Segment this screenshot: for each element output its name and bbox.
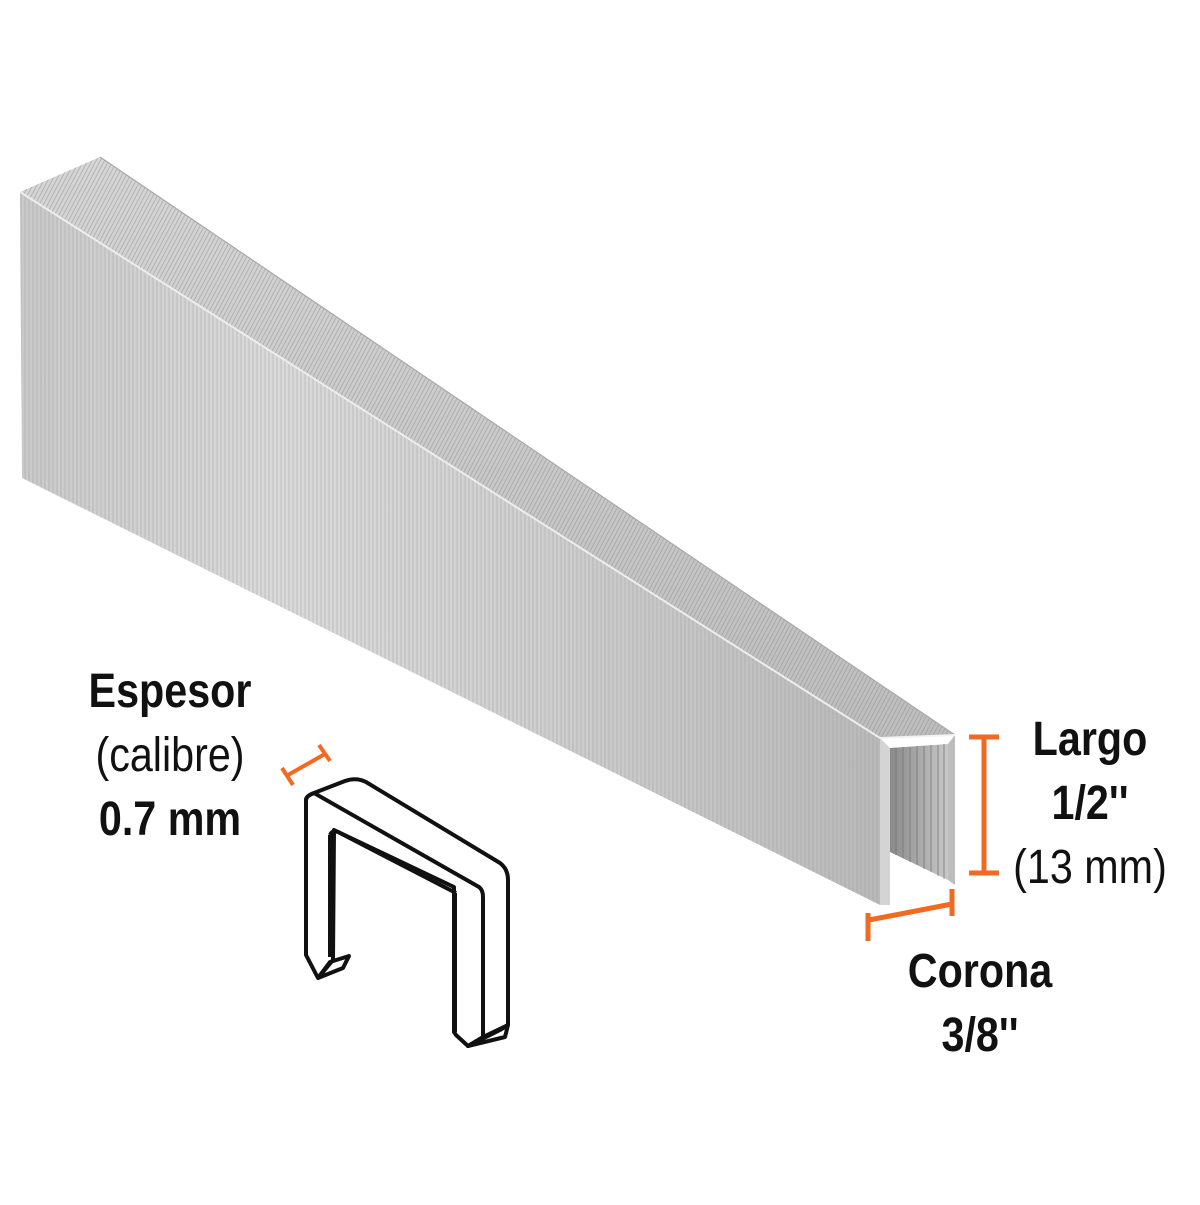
- length-label-value-inches: 1/2'': [1051, 777, 1129, 830]
- staple-strip: [19, 156, 956, 905]
- length-label-value-mm: (13 mm): [1013, 841, 1167, 894]
- crown-label: Corona 3/8'': [894, 940, 1066, 1068]
- length-dimension-marker: [969, 734, 999, 876]
- thickness-label-title: Espesor: [88, 665, 252, 718]
- crown-label-title: Corona: [907, 945, 1053, 998]
- thickness-dimension-marker: [280, 743, 332, 787]
- single-staple-icon: [304, 777, 510, 1048]
- thickness-label-value: 0.7 mm: [98, 793, 242, 846]
- thickness-label: Espesor (calibre) 0.7 mm: [75, 660, 264, 852]
- length-label: Largo 1/2'' (13 mm): [1004, 708, 1176, 900]
- crown-label-value: 3/8'': [941, 1009, 1019, 1062]
- strip-end-inner: [890, 744, 948, 880]
- length-label-title: Largo: [1032, 713, 1148, 766]
- thickness-label-subtitle: (calibre): [95, 729, 245, 782]
- crown-dimension-marker: [865, 889, 955, 941]
